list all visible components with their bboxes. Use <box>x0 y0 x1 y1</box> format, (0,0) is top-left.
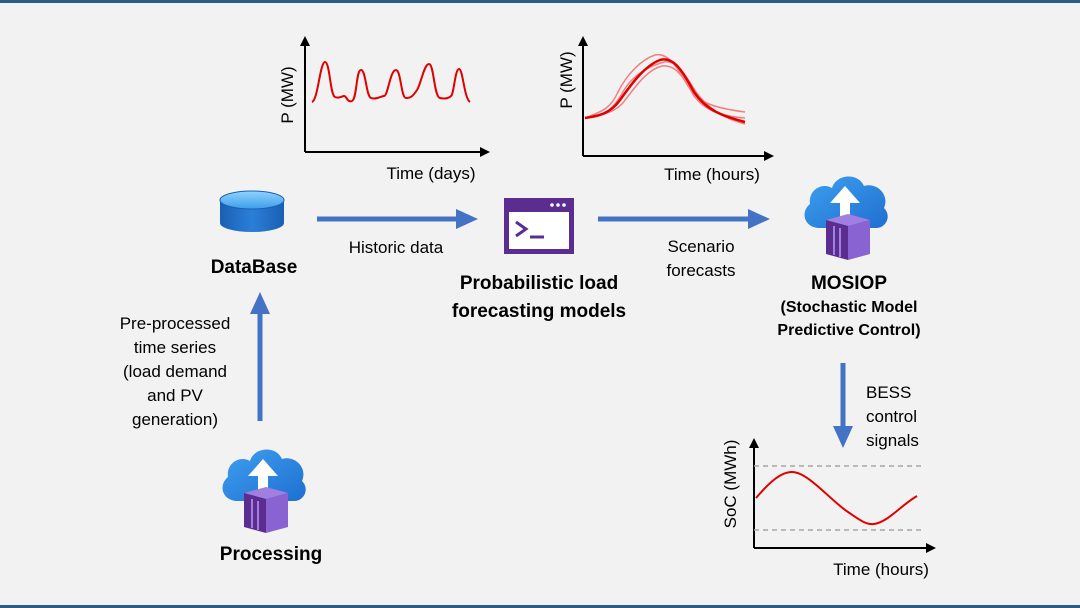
preprocessed-line3: (load demand <box>123 362 227 381</box>
console-terminal-icon <box>504 198 574 254</box>
mosiop-label: MOSIOP <box>811 273 887 294</box>
history-plot: P (MW) Time (days) <box>278 36 490 183</box>
history-y-label: P (MW) <box>278 66 297 123</box>
forecast-node: Probabilistic load forecasting models <box>452 198 626 322</box>
arrow-forecast-to-mosiop <box>598 209 770 229</box>
scenario-plot: P (MW) Time (hours) <box>557 36 774 184</box>
scenario-x-arrowhead <box>764 151 774 161</box>
historic-data-label: Historic data <box>349 238 444 257</box>
scenario-label-line2: forecasts <box>667 261 736 280</box>
scenario-line-light-2 <box>584 65 746 119</box>
cloud-upload-container-icon <box>803 175 889 261</box>
history-x-label: Time (days) <box>386 164 475 183</box>
arrow-database-to-forecast <box>317 209 478 229</box>
bess-label-line2: control <box>866 407 917 426</box>
processing-node: Processing <box>220 448 322 565</box>
soc-series <box>755 470 918 526</box>
top-border <box>0 0 1080 3</box>
preprocessed-line4: and PV <box>147 386 203 405</box>
bess-label-line1: BESS <box>866 383 911 402</box>
scenario-y-label: P (MW) <box>557 51 576 108</box>
database-label: DataBase <box>211 257 298 278</box>
bottom-border <box>0 605 1080 608</box>
scenario-y-arrowhead <box>578 36 588 46</box>
preprocessed-line2: time series <box>134 338 216 357</box>
bess-label-line3: signals <box>866 431 919 450</box>
soc-y-arrowhead <box>749 438 759 448</box>
database-node: DataBase <box>211 190 298 278</box>
soc-y-label: SoC (MWh) <box>721 440 740 529</box>
preprocessed-line5: generation) <box>132 410 218 429</box>
scenario-line-light-3 <box>584 61 746 125</box>
soc-plot: SoC (MWh) Time (hours) <box>721 438 936 579</box>
history-y-arrowhead <box>300 36 310 46</box>
mosiop-node: MOSIOP (Stochastic Model Predictive Cont… <box>777 175 921 339</box>
cloud-upload-container-icon <box>221 448 307 534</box>
forecast-label-line1: Probabilistic load <box>460 273 618 294</box>
arrow-mosiop-to-soc <box>833 363 853 448</box>
scenario-label-line1: Scenario <box>667 237 734 256</box>
scenario-line-light-1 <box>584 53 746 119</box>
forecast-label-line2: forecasting models <box>452 301 626 322</box>
mosiop-sub-line2: Predictive Control) <box>777 322 920 339</box>
scenario-line-mean <box>584 58 746 124</box>
soc-x-label: Time (hours) <box>833 560 929 579</box>
database-cylinder-icon <box>219 190 285 232</box>
history-x-arrowhead <box>480 147 490 157</box>
processing-label: Processing <box>220 544 322 565</box>
history-load-series <box>311 60 471 103</box>
arrow-processing-to-database <box>250 292 270 421</box>
preprocessed-line1: Pre-processed <box>120 314 231 333</box>
scenario-x-label: Time (hours) <box>664 165 760 184</box>
soc-x-arrowhead <box>926 543 936 553</box>
mosiop-sub-line1: (Stochastic Model <box>781 299 918 316</box>
